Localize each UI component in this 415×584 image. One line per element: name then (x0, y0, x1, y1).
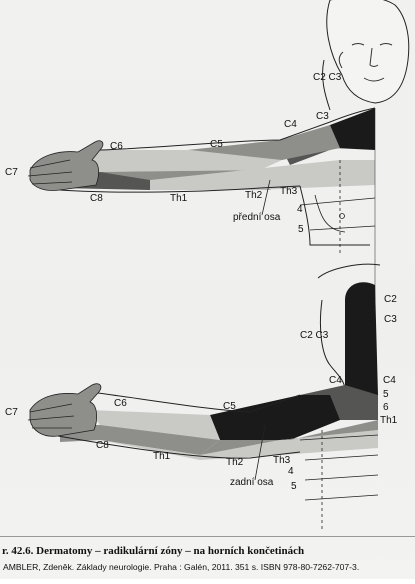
label-top-axis: přední osa (233, 212, 281, 223)
finger-back-2 (27, 415, 75, 421)
finger-3 (31, 181, 73, 185)
label-bottom-c4-left: C4 (329, 375, 342, 386)
label-bottom-5: 5 (291, 481, 297, 492)
label-bottom-th2: Th2 (226, 457, 244, 468)
back-band-c8 (60, 425, 220, 455)
figure-caption: r. 42.6. Dermatomy – radikulární zóny – … (2, 545, 305, 557)
nipple (339, 213, 345, 219)
rib-line-2 (309, 225, 376, 231)
posterior-view (27, 263, 381, 530)
label-top-neck: C2 C3 (313, 72, 342, 83)
arm-outline-bottom (59, 185, 301, 193)
finger-2 (27, 171, 73, 177)
torso-outline (299, 185, 370, 246)
label-bottom-right-th1: Th1 (380, 415, 398, 426)
label-bottom-c6: C6 (114, 398, 127, 409)
back-band-th2 (200, 420, 378, 455)
head-back-dark (345, 282, 378, 400)
label-top-c7: C7 (5, 167, 18, 178)
chest-contour (314, 194, 346, 233)
caption-divider (0, 536, 415, 537)
label-top-c4: C4 (284, 119, 297, 130)
back-axis-leader (254, 424, 266, 481)
neck-boundary (322, 59, 331, 111)
finger-1 (29, 159, 71, 169)
eye-right (379, 43, 393, 46)
label-top-c8: C8 (90, 193, 103, 204)
arm-back-outline-bottom (57, 435, 301, 459)
label-top-c3: C3 (316, 111, 329, 122)
label-bottom-th3: Th3 (273, 455, 291, 466)
rib-line-1 (299, 197, 376, 206)
label-top-4: 4 (297, 204, 303, 215)
hand-back (29, 383, 102, 437)
label-bottom-right-c3: C3 (384, 314, 397, 325)
hand (29, 140, 104, 191)
arm-band-c6 (40, 150, 282, 172)
head-outline (326, 0, 410, 104)
finger-back-1 (29, 403, 73, 413)
label-top-c6: C6 (110, 141, 123, 152)
arm-band-light-lower (150, 160, 375, 190)
label-bottom-right-5: 5 (383, 389, 389, 400)
label-bottom-4: 4 (288, 466, 294, 477)
neck-back-line (319, 299, 346, 391)
label-bottom-right-c4: C4 (383, 375, 396, 386)
label-top-c5: C5 (210, 139, 223, 150)
shoulder-back-black (210, 395, 340, 440)
label-top-th1: Th1 (170, 193, 188, 204)
back-torso-line-2 (304, 454, 379, 461)
anterior-view (27, 0, 410, 300)
arm-back-outline-top (97, 392, 301, 413)
label-bottom-c5: C5 (223, 401, 236, 412)
label-top-th3: Th3 (280, 186, 298, 197)
label-top-5: 5 (298, 224, 304, 235)
label-bottom-neck: C2 C3 (300, 330, 329, 341)
back-torso-line-3 (304, 474, 379, 481)
back-band-c6 (90, 410, 220, 440)
label-bottom-axis: zadní osa (230, 477, 274, 488)
head-back-outline (317, 263, 381, 279)
axis-leader (261, 179, 271, 216)
label-bottom-th1: Th1 (153, 451, 171, 462)
label-top-th2: Th2 (245, 190, 263, 201)
back-torso-line-4 (304, 494, 379, 501)
nose (369, 47, 379, 67)
label-bottom-right-c2: C2 (384, 294, 397, 305)
label-bottom-c7: C7 (5, 407, 18, 418)
back-torso-line-1 (299, 434, 379, 441)
eye-left (351, 43, 365, 46)
arm-outline-top (99, 107, 376, 151)
source-citation: AMBLER, Zdeněk. Základy neurologie. Prah… (3, 562, 360, 572)
shoulder-black (330, 108, 375, 150)
ear-left (338, 51, 344, 69)
label-bottom-c8: C8 (96, 440, 109, 451)
mouth (363, 77, 385, 82)
label-bottom-right-6: 6 (383, 402, 389, 413)
